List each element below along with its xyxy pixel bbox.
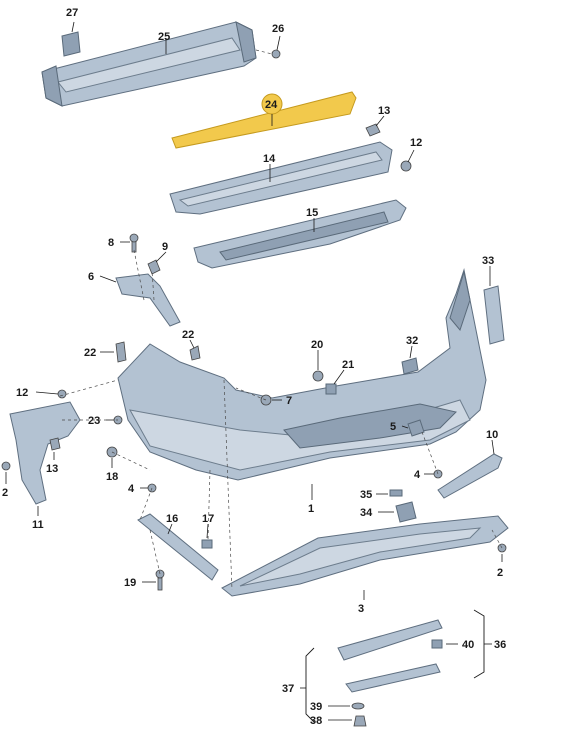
callout-38: 38 xyxy=(310,715,322,727)
callout-20: 20 xyxy=(311,339,323,351)
part-6-side-guide[interactable] xyxy=(115,273,181,327)
callout-34: 34 xyxy=(360,507,373,519)
callout-7: 7 xyxy=(286,395,292,407)
part-40-clip[interactable] xyxy=(431,639,443,649)
callout-17: 17 xyxy=(202,513,214,525)
part-24-highlighted-strip[interactable] xyxy=(171,91,357,149)
part-22-clip-left[interactable] xyxy=(115,341,127,363)
part-14-upper-rail[interactable] xyxy=(169,141,393,215)
callout-33: 33 xyxy=(482,255,494,267)
callout-24: 24 xyxy=(265,99,278,111)
part-12-screw-lower[interactable] xyxy=(57,389,67,399)
part-35-clip[interactable] xyxy=(389,489,403,497)
part-9-nut[interactable] xyxy=(147,259,161,275)
callout-32: 32 xyxy=(406,335,418,347)
part-10-reflector-strip[interactable] xyxy=(437,453,503,499)
callout-13-upper: 13 xyxy=(378,105,390,117)
part-26-screw[interactable] xyxy=(271,49,281,59)
part-1-bumper-cover[interactable] xyxy=(117,268,487,481)
callout-13-lower: 13 xyxy=(46,463,58,475)
part-20-nut[interactable] xyxy=(312,370,324,382)
part-11-side-bracket[interactable] xyxy=(9,401,81,505)
part-37-trim-lower[interactable] xyxy=(345,663,441,693)
part-22-clip-right[interactable] xyxy=(189,345,201,361)
part-5-sensor-holder[interactable] xyxy=(407,419,425,437)
part-12-screw-upper[interactable] xyxy=(400,160,412,172)
callout-14: 14 xyxy=(263,153,276,165)
connection-lines xyxy=(59,249,503,591)
callout-9: 9 xyxy=(162,241,168,253)
part-17-clip[interactable] xyxy=(201,539,213,549)
callout-2-right: 2 xyxy=(497,567,503,579)
callout-39: 39 xyxy=(310,701,322,713)
part-3-lower-diffuser[interactable] xyxy=(221,515,509,597)
callout-16: 16 xyxy=(166,513,178,525)
part-32-sensor-bracket[interactable] xyxy=(401,357,419,375)
callout-40: 40 xyxy=(462,639,474,651)
callout-4-left: 4 xyxy=(128,483,135,495)
callout-37: 37 xyxy=(282,683,294,695)
part-25-impact-bar[interactable] xyxy=(41,21,257,107)
part-34-holder[interactable] xyxy=(395,501,417,523)
callout-22-left: 22 xyxy=(84,347,96,359)
callout-12-upper: 12 xyxy=(410,137,422,149)
callout-27: 27 xyxy=(66,7,78,19)
part-8-screw[interactable] xyxy=(129,233,139,253)
part-16-bracket[interactable] xyxy=(137,513,219,581)
part-2-screw-left[interactable] xyxy=(1,461,11,471)
callout-11: 11 xyxy=(32,519,44,531)
part-39-washer[interactable] xyxy=(351,702,365,710)
part-33-reflector[interactable] xyxy=(483,285,505,345)
callout-1: 1 xyxy=(308,503,314,515)
callout-35: 35 xyxy=(360,489,372,501)
part-15-guide-bracket[interactable] xyxy=(193,199,407,269)
callout-12-lower: 12 xyxy=(16,387,28,399)
callout-21: 21 xyxy=(342,359,354,371)
callout-3: 3 xyxy=(358,603,364,615)
callout-6: 6 xyxy=(88,271,94,283)
callout-22-right: 22 xyxy=(182,329,194,341)
part-36-trim-upper[interactable] xyxy=(337,619,443,661)
callout-8: 8 xyxy=(108,237,114,249)
part-21-clip[interactable] xyxy=(325,383,337,395)
part-13-clip-lower[interactable] xyxy=(49,437,61,451)
callout-4-right: 4 xyxy=(414,469,421,481)
part-38-nut[interactable] xyxy=(353,715,367,727)
callout-10: 10 xyxy=(486,429,498,441)
callout-19: 19 xyxy=(124,577,136,589)
callout-23: 23 xyxy=(88,415,100,427)
callout-2-left: 2 xyxy=(2,487,8,499)
callout-5: 5 xyxy=(390,421,396,433)
part-13-clip-upper[interactable] xyxy=(365,123,381,137)
callout-18: 18 xyxy=(106,471,118,483)
part-27-plate[interactable] xyxy=(61,31,81,57)
callout-25: 25 xyxy=(158,31,170,43)
callout-26: 26 xyxy=(272,23,284,35)
callout-36: 36 xyxy=(494,639,506,651)
callout-15: 15 xyxy=(306,207,318,219)
